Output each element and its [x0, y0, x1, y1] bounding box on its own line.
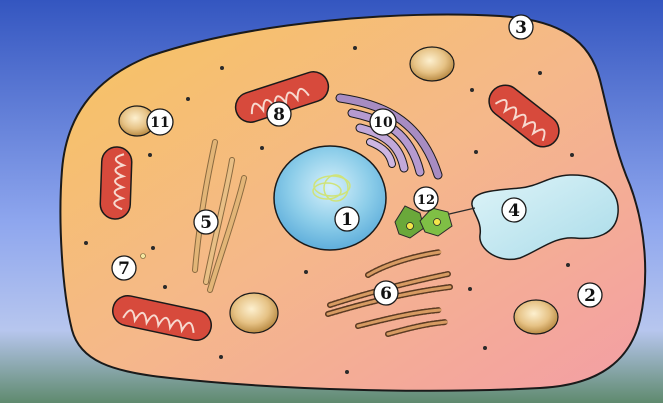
label-4: 4	[502, 198, 526, 222]
label-10: 10	[370, 109, 396, 135]
label-3: 3	[509, 15, 533, 39]
label-11-text: 11	[150, 115, 169, 131]
lysosome	[230, 293, 278, 333]
label-7: 7	[112, 256, 136, 280]
label-1-text: 1	[341, 210, 353, 230]
lysosome	[410, 47, 454, 81]
label-3-text: 3	[515, 18, 527, 38]
label-2-text: 2	[584, 286, 596, 306]
label-2: 2	[578, 283, 602, 307]
mitochondrion	[100, 146, 132, 219]
label-12: 12	[414, 187, 438, 211]
nucleus	[274, 146, 386, 250]
label-5: 5	[194, 210, 218, 234]
label-6: 6	[374, 281, 398, 305]
label-5-text: 5	[200, 213, 212, 233]
small-vesicle	[141, 254, 146, 259]
label-11: 11	[147, 109, 173, 135]
label-10-text: 10	[373, 115, 393, 131]
label-4-text: 4	[508, 201, 520, 221]
label-1: 1	[335, 207, 359, 231]
label-6-text: 6	[380, 284, 392, 304]
label-12-text: 12	[417, 193, 435, 208]
lysosome	[514, 300, 558, 334]
label-8-text: 8	[273, 105, 285, 125]
label-7-text: 7	[118, 259, 130, 279]
label-8: 8	[267, 102, 291, 126]
